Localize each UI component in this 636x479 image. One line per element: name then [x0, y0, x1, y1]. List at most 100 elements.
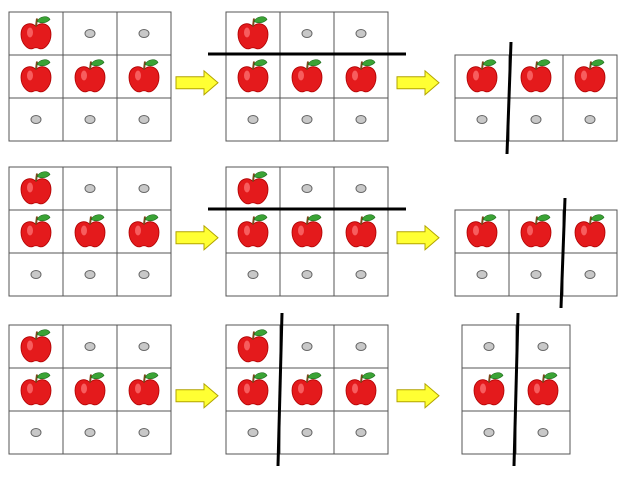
apple-highlight: [135, 225, 141, 236]
apple-highlight: [298, 70, 304, 81]
apple-body: [128, 221, 160, 248]
gray-dot-icon: [355, 342, 367, 351]
grid-cell: [333, 324, 389, 369]
apple-highlight: [352, 70, 358, 81]
apple-leaf: [307, 372, 322, 380]
gray-dot-icon: [483, 428, 495, 437]
apple-icon: [237, 171, 269, 205]
cut-line: [559, 197, 567, 309]
apple-icon: [291, 59, 323, 93]
apple-highlight: [244, 340, 250, 351]
apple-leaf: [36, 329, 51, 337]
apple-highlight: [527, 70, 533, 81]
gray-dot-icon: [138, 428, 150, 437]
apple-icon: [20, 59, 52, 93]
gray-dot-icon: [247, 428, 259, 437]
gray-dot-icon: [483, 342, 495, 351]
gray-dot-icon: [247, 115, 259, 124]
gray-dot-icon: [84, 428, 96, 437]
apple-stem: [252, 331, 255, 340]
apple-icon: [574, 214, 606, 248]
apple-icon: [74, 59, 106, 93]
apple-icon: [520, 59, 552, 93]
apple-body: [520, 66, 552, 93]
apple-highlight: [244, 70, 250, 81]
apple-leaf: [253, 16, 268, 24]
grid-with-cut: [208, 166, 406, 297]
result-grid: [454, 41, 618, 155]
gray-dot-icon: [301, 115, 313, 124]
apple-icon: [237, 16, 269, 50]
apple-highlight: [81, 70, 87, 81]
gray-dot-icon: [138, 184, 150, 193]
apple-icon: [237, 372, 269, 406]
apple-body: [237, 23, 269, 50]
apple-leaf: [489, 372, 504, 380]
apple-leaf: [361, 59, 376, 67]
apple-highlight: [480, 383, 486, 394]
apple-icon: [20, 372, 52, 406]
apple-icon: [520, 214, 552, 248]
apple-body: [237, 221, 269, 248]
apple-icon: [345, 59, 377, 93]
grid-with-cut: [208, 11, 406, 142]
apple-body: [345, 66, 377, 93]
apple-highlight: [244, 383, 250, 394]
apple-icon: [20, 329, 52, 363]
apple-leaf: [144, 214, 159, 222]
apple-highlight: [27, 70, 33, 81]
apple-body: [20, 221, 52, 248]
cut-line: [505, 41, 513, 155]
apple-body: [345, 379, 377, 406]
apple-leaf: [36, 16, 51, 24]
gray-dot-icon: [301, 428, 313, 437]
apple-stem: [306, 374, 309, 383]
apple-highlight: [352, 225, 358, 236]
apple-highlight: [473, 225, 479, 236]
apple-icon: [466, 214, 498, 248]
apple-highlight: [27, 182, 33, 193]
apple-icon: [291, 214, 323, 248]
row-1: [8, 11, 618, 155]
apple-highlight: [298, 225, 304, 236]
gray-dot-icon: [584, 270, 596, 279]
apple-stem: [535, 61, 538, 70]
gray-dot-icon: [301, 184, 313, 193]
apple-leaf: [90, 372, 105, 380]
apple-leaf: [307, 214, 322, 222]
gray-dot-icon: [355, 184, 367, 193]
apple-stem: [589, 61, 592, 70]
apple-body: [574, 221, 606, 248]
cut-line: [276, 312, 284, 467]
apple-highlight: [81, 383, 87, 394]
apple-leaf: [482, 59, 497, 67]
apple-highlight: [244, 225, 250, 236]
gray-dot-icon: [138, 29, 150, 38]
apple-body: [74, 221, 106, 248]
apple-highlight: [27, 383, 33, 394]
apple-leaf: [590, 214, 605, 222]
apple-stem: [35, 18, 38, 27]
gray-dot-icon: [138, 270, 150, 279]
original-grid: [8, 324, 172, 455]
apple-leaf: [253, 171, 268, 179]
apple-highlight: [81, 225, 87, 236]
apple-highlight: [27, 225, 33, 236]
apple-highlight: [27, 340, 33, 351]
grid-cell: [333, 252, 389, 297]
apple-body: [291, 221, 323, 248]
yellow-arrow-icon: [175, 382, 219, 409]
apple-body: [520, 221, 552, 248]
apple-leaf: [361, 372, 376, 380]
apple-stem: [535, 216, 538, 225]
apple-highlight: [352, 383, 358, 394]
apple-stem: [252, 216, 255, 225]
apple-stem: [252, 18, 255, 27]
row-3: [8, 312, 571, 467]
result-grid: [461, 312, 571, 467]
yellow-arrow-icon: [396, 224, 440, 251]
apple-body: [291, 379, 323, 406]
apple-highlight: [244, 182, 250, 193]
apple-body: [74, 379, 106, 406]
